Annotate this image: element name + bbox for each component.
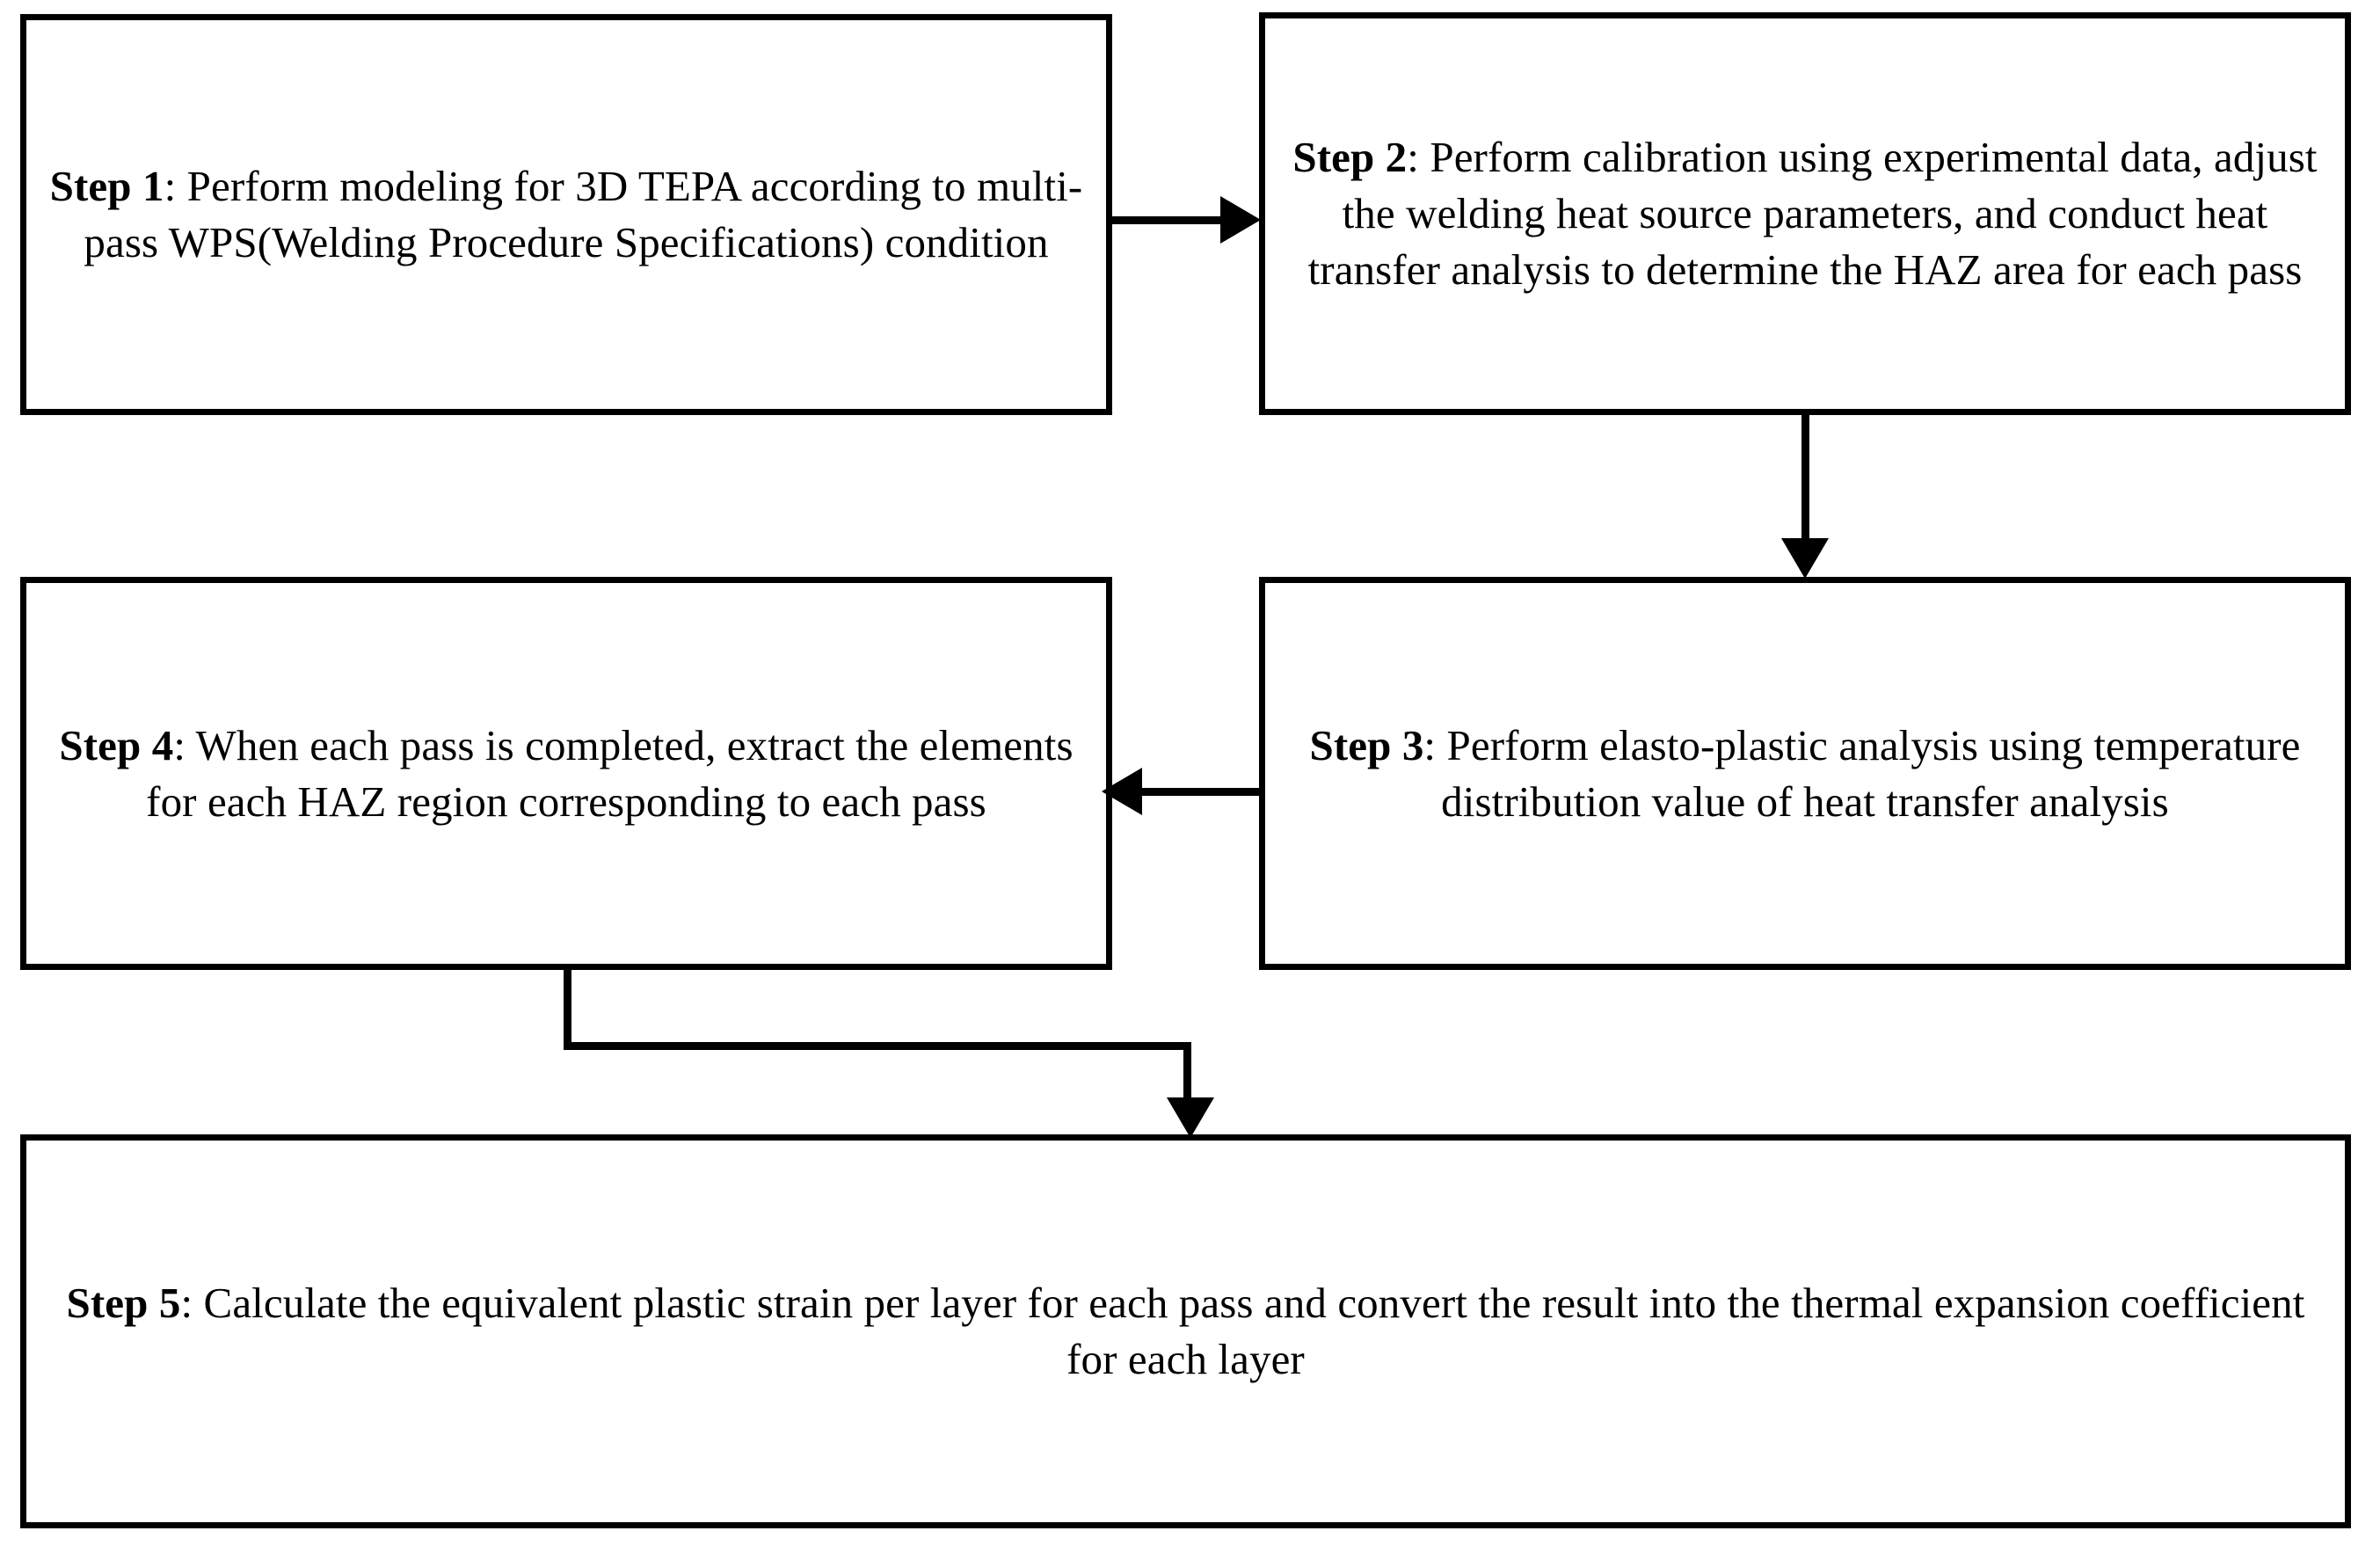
edge-step4-to-step5-arrowhead — [1167, 1097, 1214, 1138]
edge-step3-to-step4-line — [1134, 788, 1262, 796]
flowchart-node-step5-body: Calculate the equivalent plastic strain … — [203, 1279, 2305, 1383]
flowchart-node-step1-body: Perform modeling for 3D TEPA according t… — [84, 162, 1083, 266]
flowchart-node-step4[interactable]: Step 4: When each pass is completed, ext… — [20, 577, 1112, 970]
edge-step3-to-step4-arrowhead — [1102, 768, 1142, 815]
flowchart-node-step1[interactable]: Step 1: Perform modeling for 3D TEPA acc… — [20, 14, 1112, 415]
flowchart-node-step5[interactable]: Step 5: Calculate the equivalent plastic… — [20, 1134, 2351, 1528]
flowchart-node-step3-label: Step 3 — [1309, 720, 1424, 769]
flowchart-node-step1-label: Step 1 — [49, 162, 164, 211]
flowchart-node-step4-body: When each pass is completed, extract the… — [146, 720, 1074, 826]
flowchart-node-step4-separator: : — [173, 720, 196, 769]
flowchart-node-step3-text: Step 3: Perform elasto-plastic analysis … — [1265, 718, 2345, 829]
flowchart-node-step1-separator: : — [164, 162, 187, 211]
flowchart-node-step2-separator: : — [1407, 133, 1430, 182]
edge-step4-to-step5-segment-down-1 — [564, 964, 571, 1050]
flowchart-node-step2-label: Step 2 — [1292, 133, 1408, 182]
flowchart-node-step5-label: Step 5 — [66, 1279, 181, 1328]
flowchart-node-step5-text: Step 5: Calculate the equivalent plastic… — [26, 1275, 2345, 1387]
flowchart-node-step4-label: Step 4 — [59, 720, 174, 769]
flowchart-node-step3-body: Perform elasto-plastic analysis using te… — [1441, 720, 2301, 826]
edge-step2-to-step3-line — [1801, 413, 1809, 545]
flowchart-node-step1-text: Step 1: Perform modeling for 3D TEPA acc… — [26, 158, 1106, 270]
edge-step2-to-step3-arrowhead — [1781, 538, 1829, 579]
flowchart-node-step2-body: Perform calibration using experimental d… — [1307, 133, 2318, 294]
flowchart-node-step5-separator: : — [180, 1279, 204, 1328]
edge-step4-to-step5-segment-down-2 — [1183, 1042, 1191, 1123]
flowchart-node-step2[interactable]: Step 2: Perform calibration using experi… — [1259, 12, 2351, 415]
edge-step1-to-step2-arrowhead — [1220, 196, 1261, 244]
edge-step1-to-step2-line — [1110, 216, 1232, 224]
flowchart-node-step4-text: Step 4: When each pass is completed, ext… — [26, 718, 1106, 829]
flowchart-node-step2-text: Step 2: Perform calibration using experi… — [1265, 129, 2345, 297]
flowchart-node-step3[interactable]: Step 3: Perform elasto-plastic analysis … — [1259, 577, 2351, 970]
flowchart-node-step3-separator: : — [1423, 720, 1447, 769]
edge-step4-to-step5-segment-right — [564, 1042, 1191, 1050]
